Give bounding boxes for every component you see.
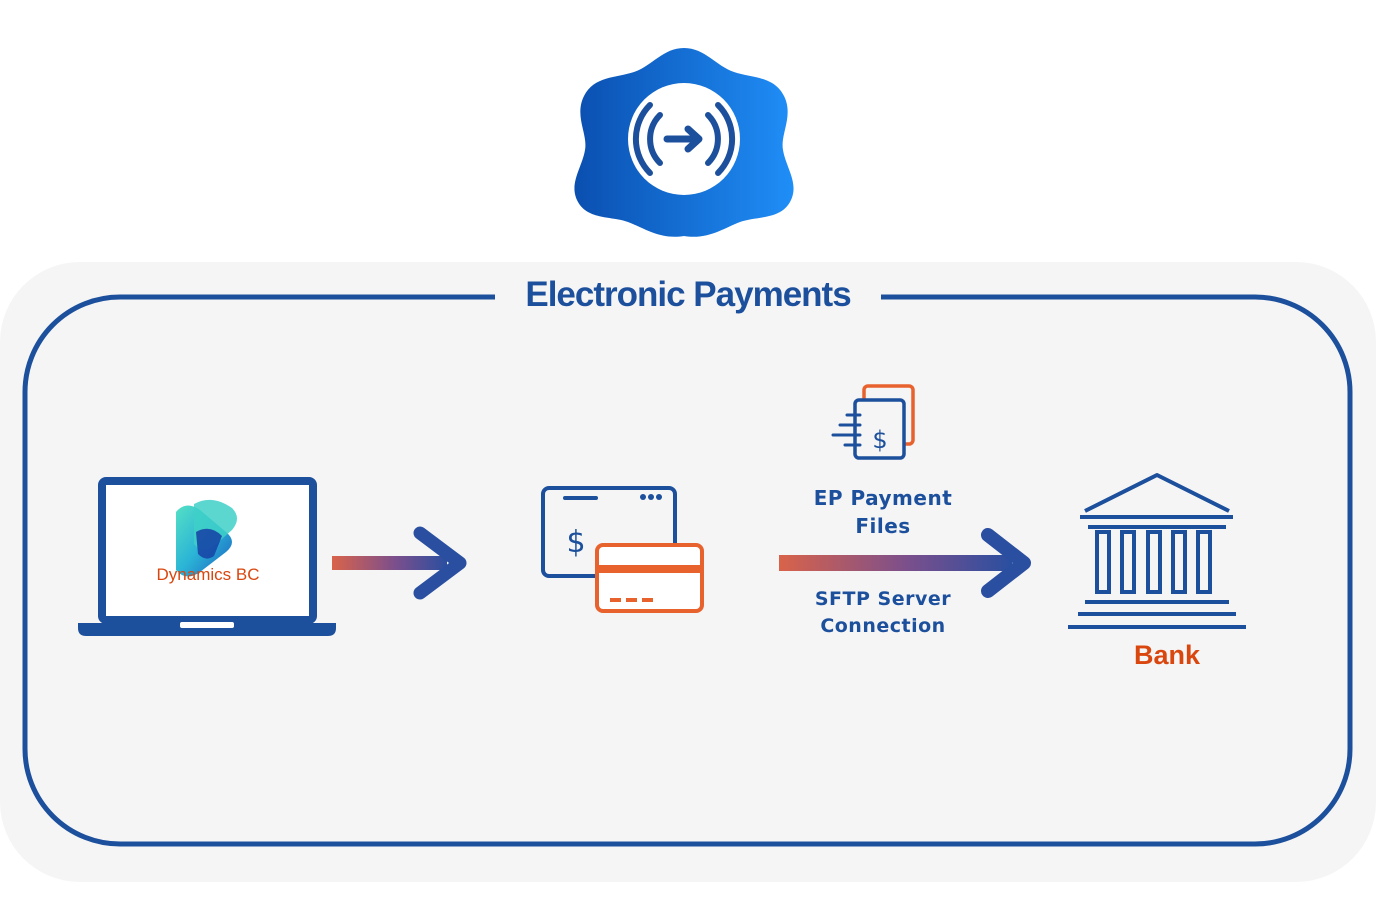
- payment-window-icon: $: [541, 486, 677, 578]
- bank-label: Bank: [1133, 640, 1201, 670]
- bank-building-icon: [1068, 473, 1246, 629]
- credit-card-icon: [595, 543, 704, 613]
- dynamics-logo-icon: [176, 499, 237, 577]
- dynamics-bc-label: Dynamics BC: [156, 565, 260, 584]
- svg-text:$: $: [872, 426, 887, 454]
- arrow-to-bank: [779, 528, 1031, 598]
- arrow-to-payment: [332, 526, 467, 600]
- sftp-label-line1: SFTP Server: [814, 588, 952, 610]
- svg-text:$: $: [566, 525, 585, 560]
- page-title: Electronic Payments: [495, 272, 881, 318]
- plug-signal-gear-icon: [574, 48, 794, 237]
- payment-files-icon: $: [831, 384, 915, 460]
- sftp-server-connection-label: SFTP Server Connection: [793, 586, 973, 640]
- sftp-label-line2: Connection: [820, 615, 946, 637]
- ep-payment-files-line2: Files: [855, 514, 911, 538]
- ep-payment-files-line1: EP Payment: [813, 486, 953, 510]
- ep-payment-files-label: EP Payment Files: [793, 484, 973, 540]
